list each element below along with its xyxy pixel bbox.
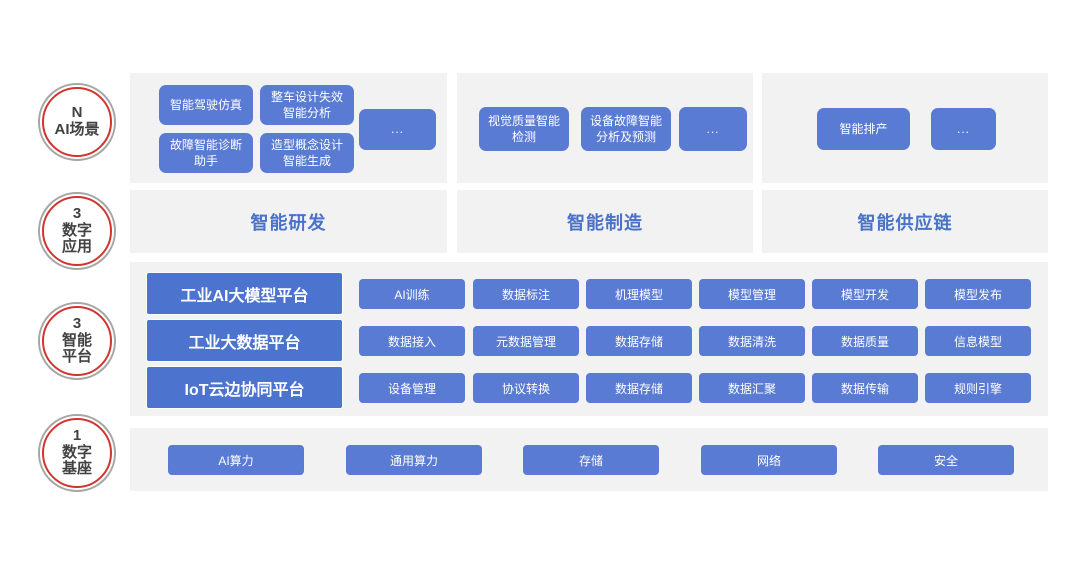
panel-smart-rd: 智能研发 [130, 190, 447, 253]
panel-supply-scenarios: 智能排产 ... [762, 73, 1048, 183]
module-chip: 模型发布 [925, 279, 1031, 309]
module-chip: 规则引擎 [925, 373, 1031, 403]
base-chip: 网络 [701, 445, 837, 475]
module-chip: 数据汇聚 [699, 373, 805, 403]
scenario-chip: 智能排产 [817, 108, 910, 150]
panel-smart-supply-chain: 智能供应链 [762, 190, 1048, 253]
scenario-chip: 设备故障智能 分析及预测 [581, 107, 671, 151]
platform-label: IoT云边协同平台 [147, 367, 342, 408]
module-chip: 元数据管理 [473, 326, 579, 356]
badge-label: 3 智能 平台 [61, 314, 92, 366]
ellipsis-chip: ... [679, 107, 747, 151]
panel-smart-manufacturing: 智能制造 [457, 190, 753, 253]
module-chip: 机理模型 [586, 279, 692, 309]
scenario-chip: 故障智能诊断 助手 [159, 133, 253, 173]
panel-digital-base: AI算力 通用算力 存储 网络 安全 [130, 428, 1048, 491]
module-chip: 数据标注 [473, 279, 579, 309]
module-chip: 协议转换 [473, 373, 579, 403]
module-chip: 数据存储 [586, 373, 692, 403]
module-chip: 数据质量 [812, 326, 918, 356]
badge-digital-base: 1 数字 基座 [38, 414, 116, 492]
panel-rd-scenarios: 智能驾驶仿真 整车设计失效 智能分析 ... 故障智能诊断 助手 造型概念设计 … [130, 73, 447, 183]
module-chip: 设备管理 [359, 373, 465, 403]
module-chip: 数据存储 [586, 326, 692, 356]
scenario-chip: 整车设计失效 智能分析 [260, 85, 354, 125]
badge-label: 3 数字 应用 [61, 204, 92, 256]
base-chip: AI算力 [168, 445, 304, 475]
module-chip: 数据接入 [359, 326, 465, 356]
application-header: 智能制造 [567, 212, 643, 233]
base-chip: 存储 [523, 445, 659, 475]
module-chip: 数据清洗 [699, 326, 805, 356]
panel-smart-platforms: 工业AI大模型平台 工业大数据平台 IoT云边协同平台 AI训练 数据标注 机理… [130, 262, 1048, 416]
base-chip: 安全 [878, 445, 1014, 475]
badge-label: 1 数字 基座 [61, 426, 92, 478]
module-chip: 模型开发 [812, 279, 918, 309]
badge-ai-scenarios: N AI场景 [38, 83, 116, 161]
ellipsis-chip: ... [931, 108, 996, 150]
ellipsis-chip: ... [359, 109, 436, 150]
platform-label: 工业大数据平台 [147, 320, 342, 361]
module-chip: 信息模型 [925, 326, 1031, 356]
platform-label: 工业AI大模型平台 [147, 273, 342, 314]
badge-label: N AI场景 [54, 104, 100, 138]
badge-smart-platforms: 3 智能 平台 [38, 302, 116, 380]
base-chip: 通用算力 [346, 445, 482, 475]
module-chip: AI训练 [359, 279, 465, 309]
scenario-chip: 造型概念设计 智能生成 [260, 133, 354, 173]
module-chip: 数据传输 [812, 373, 918, 403]
application-header: 智能供应链 [857, 212, 953, 233]
badge-digital-applications: 3 数字 应用 [38, 192, 116, 270]
application-header: 智能研发 [250, 212, 327, 233]
scenario-chip: 视觉质量智能 检测 [479, 107, 569, 151]
scenario-chip: 智能驾驶仿真 [159, 85, 253, 125]
panel-mfg-scenarios: 视觉质量智能 检测 设备故障智能 分析及预测 ... [457, 73, 753, 183]
module-chip: 模型管理 [699, 279, 805, 309]
